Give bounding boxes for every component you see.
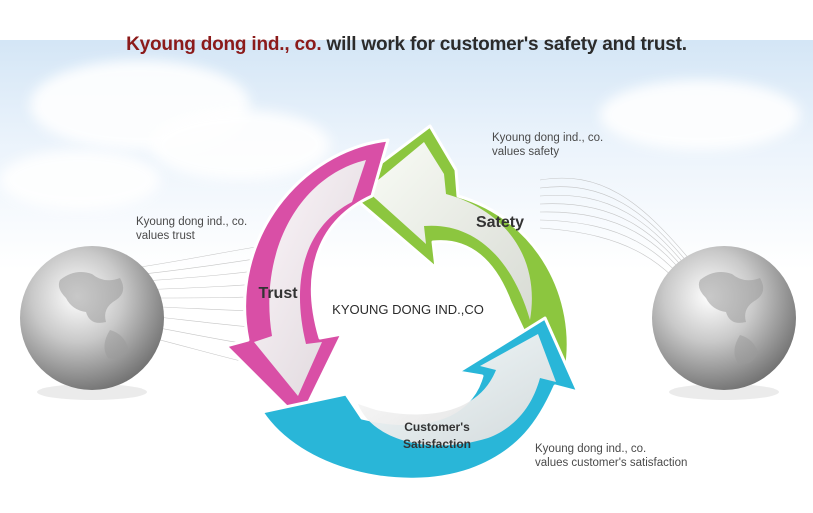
label-satisfaction-line2: Satisfaction — [403, 437, 471, 451]
cycle-arrows — [224, 124, 580, 481]
caption-satisfaction-line2: values customer's satisfaction — [535, 457, 688, 469]
page-title: Kyoung dong ind., co. will work for cust… — [0, 34, 813, 56]
cloud-decoration — [150, 110, 330, 180]
label-safety: Satety — [476, 214, 524, 231]
label-trust: Trust — [258, 285, 298, 302]
cloud-decoration — [600, 80, 800, 150]
caption-safety-line2: values safety — [492, 146, 560, 158]
caption-trust: Kyoung dong ind., co. values trust — [136, 215, 247, 243]
globe-right — [652, 246, 796, 400]
arrow-trust-inner — [254, 160, 366, 396]
arrow-satisfaction-inner — [358, 334, 556, 446]
caption-satisfaction: Kyoung dong ind., co. values customer's … — [535, 442, 687, 470]
caption-safety-line1: Kyoung dong ind., co. — [492, 132, 604, 144]
caption-safety: Kyoung dong ind., co. values safety — [492, 131, 603, 159]
title-brand: Kyoung dong ind., co. — [126, 34, 322, 55]
center-label: KYOUNG DONG IND.,CO — [332, 302, 484, 317]
globe-left — [20, 246, 164, 400]
title-rest: will work for customer's safety and trus… — [321, 34, 687, 55]
label-satisfaction-line1: Customer's — [404, 420, 470, 434]
arrow-trust — [224, 138, 390, 422]
caption-trust-line2: values trust — [136, 230, 195, 242]
cloud-decoration — [0, 150, 160, 210]
caption-trust-line1: Kyoung dong ind., co. — [136, 216, 248, 228]
arrow-safety-inner — [366, 142, 532, 320]
caption-satisfaction-line1: Kyoung dong ind., co. — [535, 443, 647, 455]
